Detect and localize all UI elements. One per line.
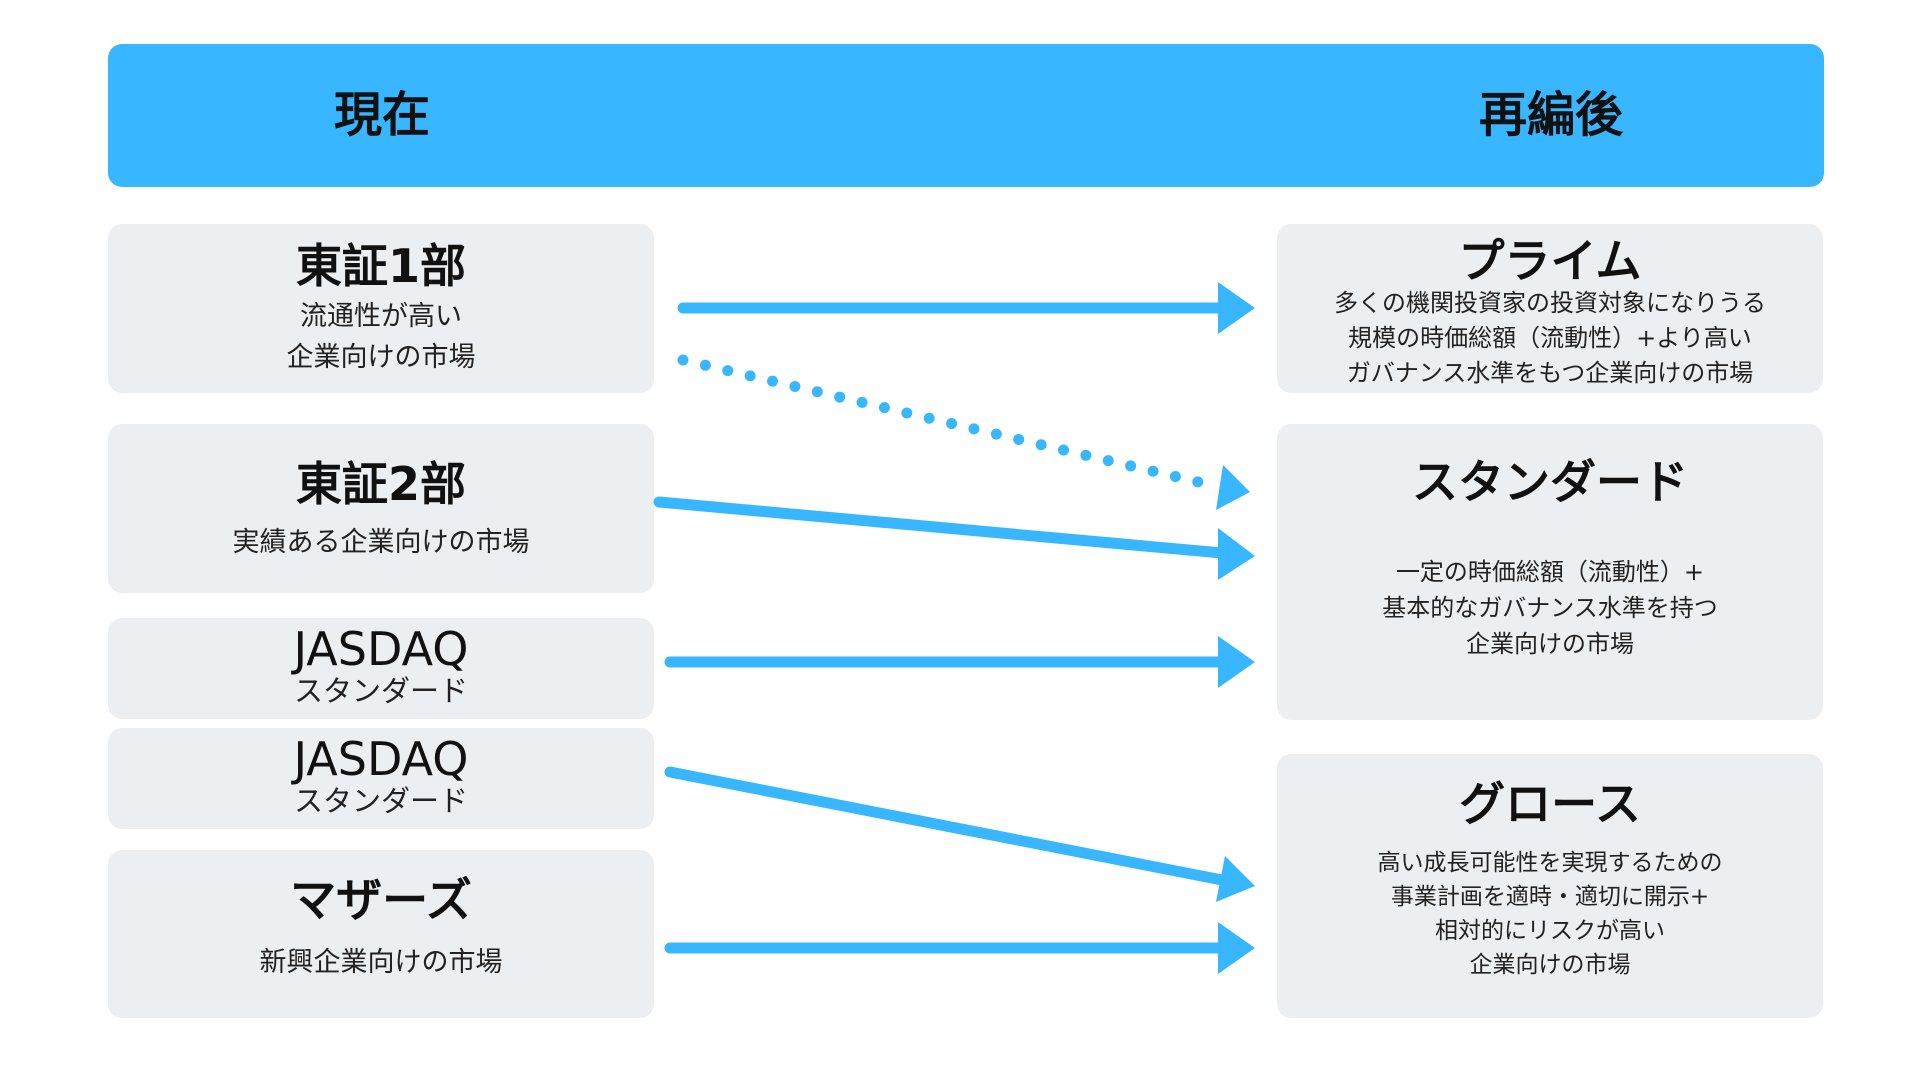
mothers-description: 新興企業向けの市場	[259, 947, 503, 978]
arrowhead-standard-from-tse2	[1218, 528, 1255, 580]
arrow-tse1-to-standard-dotted	[677, 354, 1213, 490]
mothers-box: マザーズ 新興企業向けの市場	[108, 850, 654, 1018]
arrow-tse2-to-standard	[653, 496, 1228, 559]
tse-second-section-description: 実績ある企業向けの市場	[232, 527, 530, 558]
jasdaq-standard-box: JASDAQ スタンダード	[108, 618, 654, 719]
current-label: 現在	[333, 87, 430, 143]
growth-market-title: グロース	[1459, 777, 1641, 831]
header-banner: 現在 再編後	[108, 44, 1824, 187]
standard-market-title: スタンダード	[1412, 455, 1688, 509]
arrow-jasdaq-growth-to-growth	[664, 766, 1228, 886]
tse-second-section-box: 東証2部 実績ある企業向けの市場	[108, 424, 654, 593]
standard-market-box: スタンダード 一定の時価総額（流動性）+ 基本的なガバナンス水準を持つ 企業向け…	[1277, 424, 1823, 720]
growth-market-box: グロース 高い成長可能性を実現するための 事業計画を適時・適切に開示+ 相対的に…	[1277, 754, 1823, 1018]
mothers-title: マザーズ	[290, 873, 472, 927]
jasdaq-standard-subtitle: スタンダード	[293, 674, 468, 708]
tse-second-section-title: 東証2部	[295, 457, 466, 511]
arrowhead-standard-from-jasdaq	[1218, 636, 1255, 688]
tse-first-section-title: 東証1部	[295, 239, 466, 293]
prime-market-description: 多くの機関投資家の投資対象になりうる 規模の時価総額（流動性）+より高い ガバナ…	[1334, 289, 1766, 387]
arrowhead-standard-dotted	[1216, 465, 1250, 510]
jasdaq-growth-subtitle: スタンダード	[293, 784, 468, 818]
arrowhead-prime	[1218, 282, 1255, 334]
jasdaq-growth-title: JASDAQ	[293, 732, 469, 786]
tse-first-section-description: 流通性が高い 企業向けの市場	[286, 301, 476, 373]
standard-market-description: 一定の時価総額（流動性）+ 基本的なガバナンス水準を持つ 企業向けの市場	[1382, 558, 1718, 658]
prime-market-title: プライム	[1458, 234, 1642, 288]
tse-first-section-box: 東証1部 流通性が高い 企業向けの市場	[108, 224, 654, 393]
after-reorganization-label: 再編後	[1478, 87, 1623, 143]
arrowhead-growth-from-mothers	[1218, 922, 1255, 974]
prime-market-box: プライム 多くの機関投資家の投資対象になりうる 規模の時価総額（流動性）+より高…	[1277, 224, 1823, 393]
jasdaq-growth-box: JASDAQ スタンダード	[108, 728, 654, 829]
growth-market-description: 高い成長可能性を実現するための 事業計画を適時・適切に開示+ 相対的にリスクが高…	[1377, 850, 1723, 978]
arrowhead-growth-from-jasdaq	[1216, 856, 1255, 902]
jasdaq-standard-title: JASDAQ	[293, 622, 469, 676]
